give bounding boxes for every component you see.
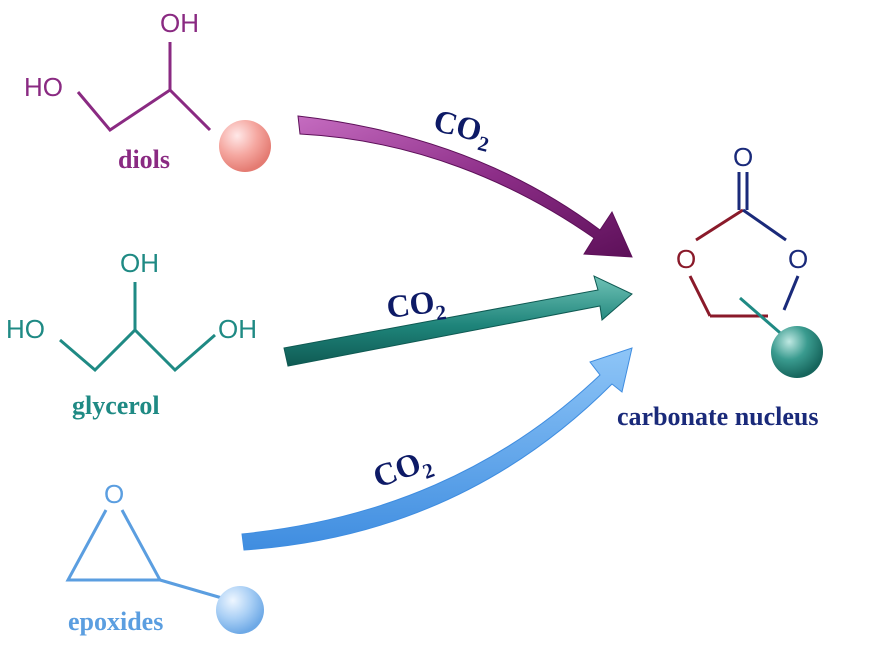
diols-bonds [76, 88, 212, 132]
epoxides-label: epoxides [68, 607, 163, 636]
glycerol-oh-right: OH [218, 314, 257, 344]
carbonate-molecule: O O O carbonate nucleus [617, 142, 823, 431]
glycerol-oh-top: OH [120, 248, 159, 278]
co2-label-glycerol: CO2 [384, 282, 447, 331]
carbonate-bond-c-oright [742, 208, 787, 242]
carbonate-label: carbonate nucleus [617, 402, 819, 431]
carbonate-substituent-ball [771, 326, 823, 378]
diols-ho-left: HO [24, 72, 63, 102]
diols-oh-top: OH [160, 8, 199, 38]
glycerol-to-carbonate-arrow [283, 275, 633, 367]
diols-to-carbonate-arrow [297, 115, 633, 258]
diols-molecule: OH HO diols [24, 8, 271, 174]
glycerol-ho-left: HO [6, 314, 45, 344]
glycerol-label: glycerol [72, 391, 160, 420]
glycerol-bonds [59, 327, 216, 373]
carbonate-substituent-bond [739, 296, 787, 340]
carbonate-bond-oleft-c [688, 275, 712, 317]
diols-label: diols [118, 145, 170, 174]
epoxides-substituent-bond [159, 578, 223, 600]
glycerol-molecule: OH HO OH glycerol [6, 248, 257, 420]
carbonate-o-left: O [676, 244, 696, 274]
carbonate-bond-oright-c [782, 275, 800, 311]
carbonate-o-right: O [788, 244, 808, 274]
carbonate-o-top: O [733, 142, 753, 172]
epoxides-ring-bonds [65, 509, 163, 582]
diols-substituent-ball [219, 120, 271, 172]
epoxides-to-carbonate-arrow [241, 347, 633, 551]
carbonate-bond-c-oleft [695, 208, 744, 242]
epoxides-substituent-ball [216, 586, 264, 634]
epoxides-o-atom: O [104, 479, 124, 509]
epoxides-molecule: O epoxides [65, 479, 264, 636]
